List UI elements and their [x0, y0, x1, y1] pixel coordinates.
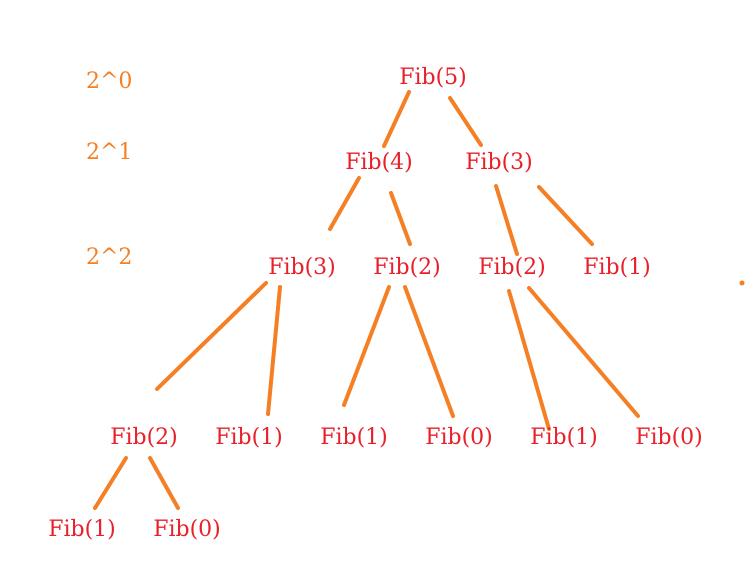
edge-fib2-fib1	[342, 285, 391, 407]
edge-fib5-fib3	[448, 96, 483, 147]
node-fib3-right: Fib(3)	[465, 150, 533, 175]
node-fib1-level3-b: Fib(1)	[320, 425, 388, 450]
node-fib2-level2-a: Fib(2)	[373, 255, 441, 280]
node-fib0-level3-b: Fib(0)	[635, 425, 703, 450]
edge-fib2c-fib0	[148, 456, 180, 510]
node-fib3-level2: Fib(3)	[268, 255, 336, 280]
edge-fib3-fib2-lower	[155, 281, 268, 391]
node-fib0-level3-a: Fib(0)	[425, 425, 493, 450]
edge-fib3-fib2	[494, 184, 519, 256]
level-label-2: 2^2	[86, 245, 132, 270]
node-fib0-level4: Fib(0)	[153, 517, 221, 542]
edge-fib4-fib2	[389, 191, 412, 246]
node-fib1-level3-c: Fib(1)	[530, 425, 598, 450]
edge-fib3-fib1-lower	[266, 285, 282, 416]
edge-fib2b-fib0	[527, 286, 640, 418]
edge-fib3-fib1	[537, 185, 594, 246]
node-fib4: Fib(4)	[345, 150, 413, 175]
node-fib1-level2: Fib(1)	[583, 255, 651, 280]
node-fib1-level4: Fib(1)	[48, 517, 116, 542]
edge-fib2-fib0	[403, 285, 455, 418]
node-fib2-level2-b: Fib(2)	[478, 255, 546, 280]
tree-edges	[93, 90, 640, 510]
level-label-0: 2^0	[86, 69, 132, 94]
edge-fib5-fib4	[382, 90, 411, 148]
node-fib5: Fib(5)	[399, 65, 467, 90]
edge-fib2c-fib1	[93, 456, 128, 510]
node-fib1-level3-a: Fib(1)	[215, 425, 283, 450]
node-fib2-level3: Fib(2)	[110, 425, 178, 450]
level-label-1: 2^1	[86, 140, 132, 165]
tree-nodes: Fib(5) Fib(4) Fib(3) Fib(3) Fib(2) Fib(2…	[48, 65, 703, 542]
edge-fib4-fib3	[328, 176, 361, 231]
edge-fib2b-fib1	[507, 289, 551, 431]
stray-dot	[739, 280, 745, 286]
